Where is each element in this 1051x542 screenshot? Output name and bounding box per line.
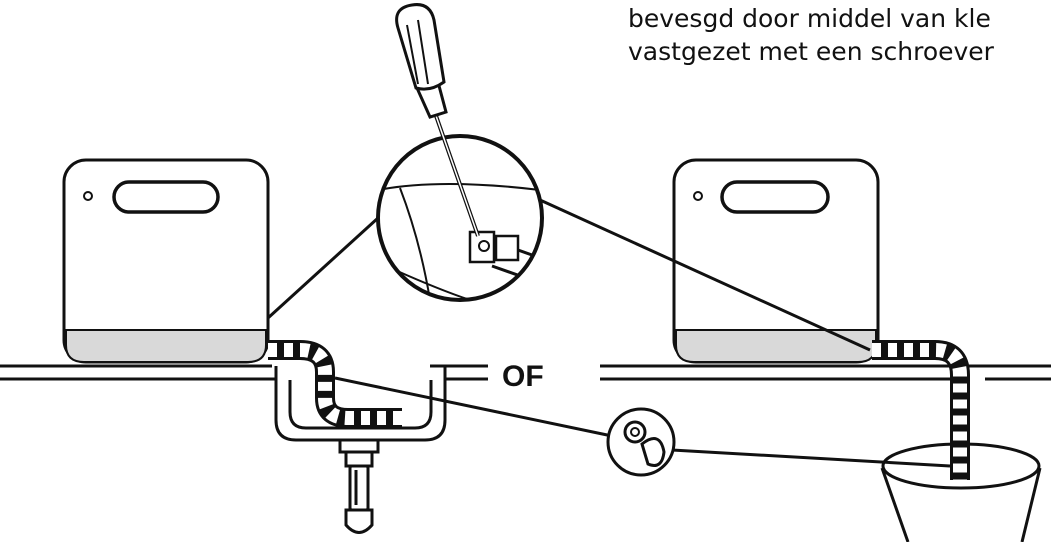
countertop-right [600, 364, 1051, 381]
caption-line-2: vastgezet met een schroever [628, 37, 994, 66]
caption-line-1: bevesgd door middel van kle [628, 4, 991, 33]
sink-icon [274, 366, 447, 534]
dishwasher-icon [62, 158, 270, 364]
countertop-left [0, 364, 488, 381]
hose-clip-icon [606, 407, 676, 477]
drain-hose-right [872, 340, 970, 480]
screwdriver-icon [395, 3, 480, 237]
dishwasher-icon [672, 158, 880, 364]
instruction-caption: bevesgd door middel van kle vastgezet me… [628, 2, 994, 68]
drain-hose-left [268, 340, 402, 428]
magnifier-detail [376, 134, 544, 302]
callout-lines [266, 198, 871, 352]
or-label: OF [502, 360, 544, 393]
clip-callout-lines [334, 376, 951, 468]
